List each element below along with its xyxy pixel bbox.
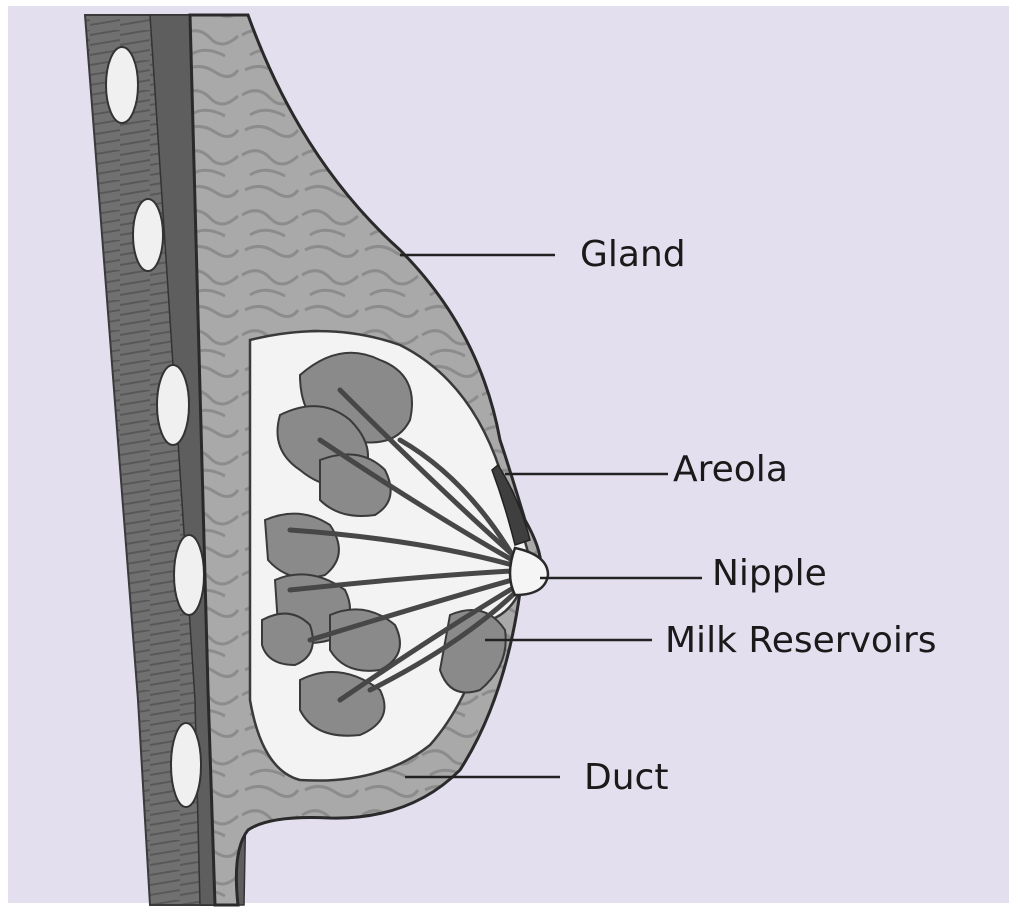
- rib-2: [133, 199, 163, 271]
- milk-reservoirs-label: Milk Reservoirs: [665, 623, 937, 659]
- rib-1: [106, 47, 138, 123]
- rib-3: [157, 365, 189, 445]
- duct-label: Duct: [584, 760, 668, 796]
- nipple-shape: [510, 548, 548, 595]
- rib-4: [174, 535, 204, 615]
- gland-label: Gland: [580, 237, 686, 273]
- nipple-label: Nipple: [712, 556, 827, 592]
- areola-label: Areola: [673, 452, 788, 488]
- rib-5: [171, 723, 201, 807]
